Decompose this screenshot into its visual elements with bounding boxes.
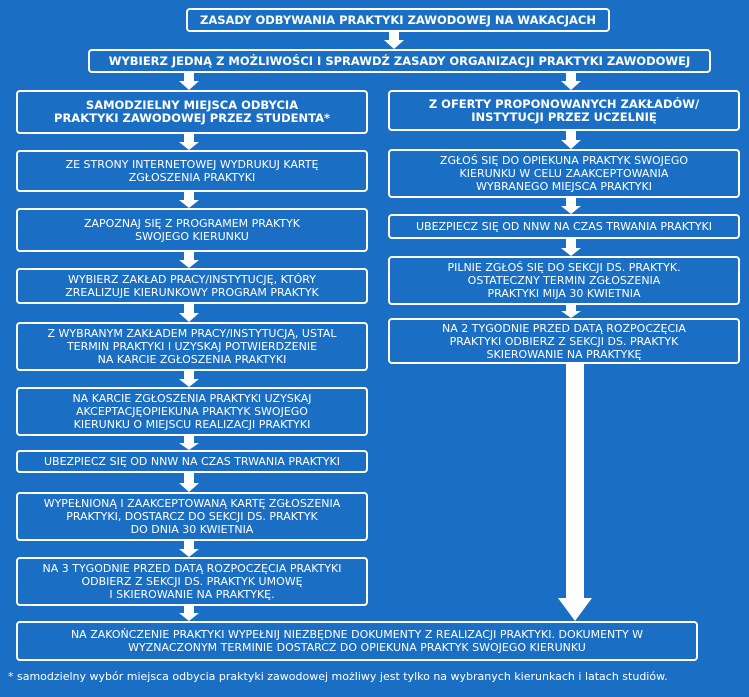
- arrow-right-2: [561, 239, 581, 256]
- left-step-8: NA 3 TYGODNIE PRZED DATĄ ROZPOCZĘCIA PRA…: [16, 557, 368, 606]
- choose-option-box: WYBIERZ JEDNĄ Z MOŻLIWOŚCI I SPRAWDŹ ZAS…: [88, 49, 711, 73]
- arrow-choose-to-right: [561, 72, 581, 90]
- right-step-3: PILNIE ZGŁOŚ SIĘ DO SEKCJI DS. PRAKTYK. …: [388, 256, 740, 305]
- arrow-left-7: [179, 541, 199, 557]
- right-step-2: UBEZPIECZ SIĘ OD NNW NA CZAS TRWANIA PRA…: [388, 214, 740, 239]
- arrow-left-5: [179, 436, 199, 450]
- left-step-7: WYPEŁNIONĄ I ZAAKCEPTOWANĄ KARTĘ ZGŁOSZE…: [16, 492, 368, 541]
- arrow-choose-to-left: [179, 72, 199, 90]
- arrow-left-6: [179, 473, 199, 492]
- left-step-2: ZAPOZNAJ SIĘ Z PROGRAMEM PRAKTYK SWOJEGO…: [16, 208, 368, 252]
- arrow-left-2: [179, 252, 199, 268]
- arrow-left-4: [179, 371, 199, 387]
- arrow-title-to-choose: [384, 31, 404, 49]
- left-header-box: SAMODZIELNY MIEJSCA ODBYCIA PRAKTYKI ZAW…: [16, 90, 368, 134]
- right-header-box: Z OFERTY PROPONOWANYCH ZAKŁADÓW/ INSTYTU…: [388, 90, 740, 131]
- right-step-4: NA 2 TYGODNIE PRZED DATĄ ROZPOCZĘCIA PRA…: [388, 318, 740, 364]
- title-box: ZASADY ODBYWANIA PRAKTYKI ZAWODOWEJ NA W…: [186, 8, 610, 32]
- arrow-right-to-final: [558, 364, 592, 621]
- left-step-6: UBEZPIECZ SIĘ OD NNW NA CZAS TRWANIA PRA…: [16, 450, 368, 473]
- final-step-box: NA ZAKOŃCZENIE PRAKTYKI WYPEŁNIJ NIEZBĘD…: [16, 621, 698, 661]
- footnote: * samodzielny wybór miejsca odbycia prak…: [8, 670, 668, 683]
- left-step-1: ZE STRONY INTERNETOWEJ WYDRUKUJ KARTĘ ZG…: [16, 150, 368, 192]
- left-step-3: WYBIERZ ZAKŁAD PRACY/INSTYTUCJĘ, KTÓRY Z…: [16, 268, 368, 304]
- arrow-right-1: [561, 198, 581, 214]
- arrow-left-1: [179, 192, 199, 208]
- arrow-left-to-final: [179, 606, 199, 621]
- right-step-1: ZGŁOŚ SIĘ DO OPIEKUNA PRAKTYK SWOJEGO KI…: [388, 149, 740, 198]
- arrow-right-3: [561, 305, 581, 318]
- arrow-left-0: [179, 134, 199, 150]
- arrow-left-3: [179, 304, 199, 322]
- left-step-4: Z WYBRANYM ZAKŁADEM PRACY/INSTYTUCJĄ, US…: [16, 322, 368, 371]
- left-step-5: NA KARCIE ZGŁOSZENIA PRAKTYKI UZYSKAJ AK…: [16, 387, 368, 436]
- arrow-right-0: [561, 131, 581, 149]
